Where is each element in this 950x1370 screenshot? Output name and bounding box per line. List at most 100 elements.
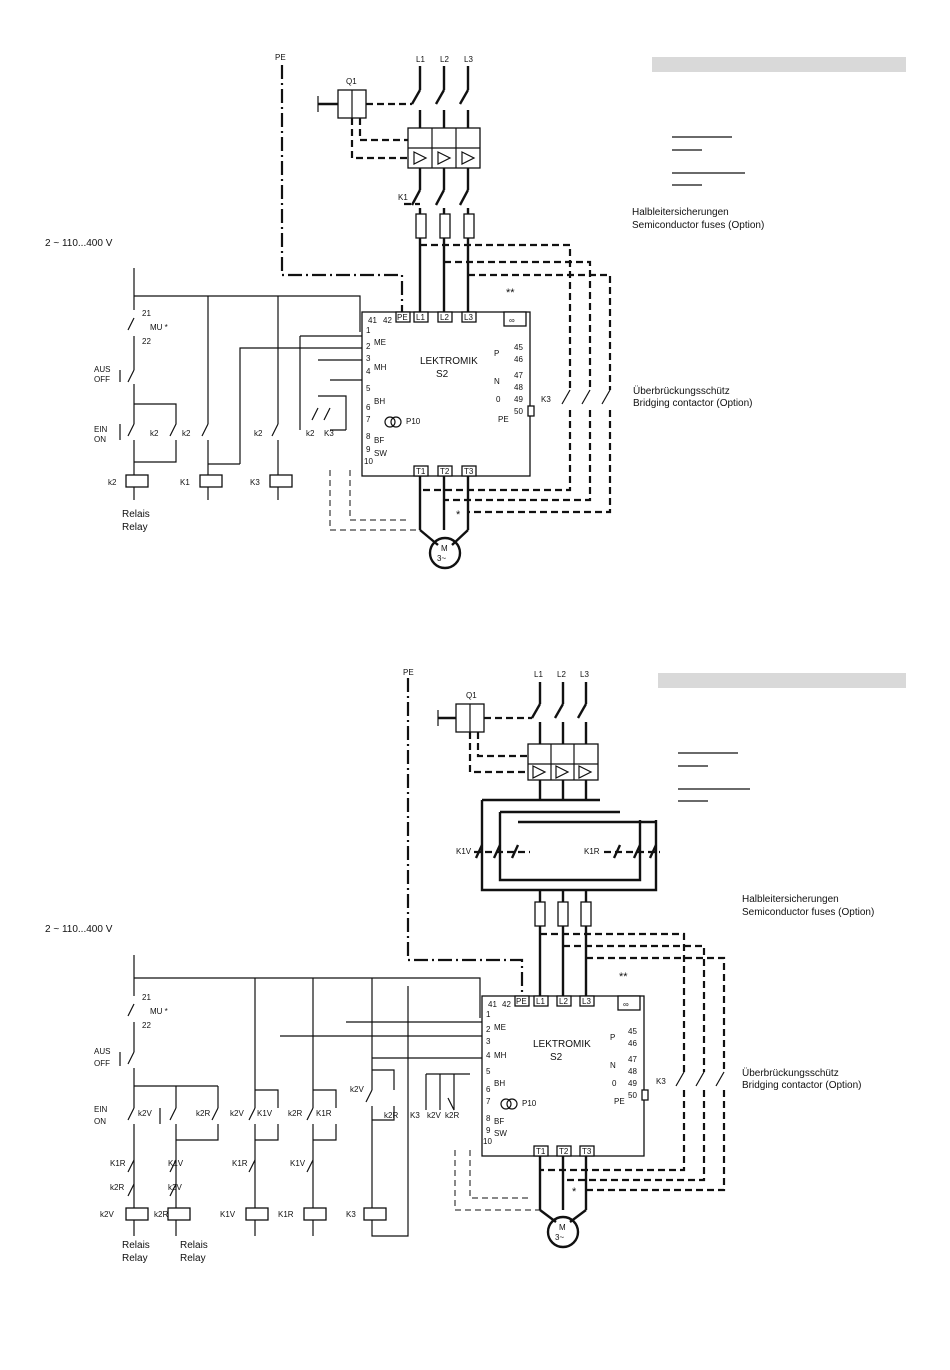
lektromik-label: LEKTROMIK: [420, 356, 478, 367]
svg-text:PE: PE: [614, 1097, 625, 1106]
svg-text:L1: L1: [536, 997, 545, 1006]
svg-text:K1R: K1R: [232, 1159, 248, 1168]
svg-text:T1: T1: [416, 467, 426, 476]
l3-label: L3: [464, 55, 473, 64]
overload-block-1: [407, 127, 481, 169]
mu-label: MU *: [150, 323, 168, 332]
svg-text:3: 3: [486, 1037, 491, 1046]
terminals-left-1: 1 2 3 4 5 6 7 8 9 10 ME MH BH BF SW P10: [364, 326, 421, 466]
svg-text:0: 0: [496, 395, 501, 404]
supply-label: 2 ~ 110...400 V: [45, 238, 113, 249]
svg-text:21: 21: [142, 993, 151, 1002]
motor-2: [546, 1215, 580, 1249]
l1-label: L1: [416, 55, 425, 64]
k3-contact: K3: [324, 429, 334, 438]
svg-text:8: 8: [486, 1114, 491, 1123]
terminals-top-2: [514, 995, 641, 1011]
svg-text:6: 6: [486, 1085, 491, 1094]
svg-text:8: 8: [366, 432, 371, 441]
svg-text:47: 47: [628, 1055, 637, 1064]
k1-coil-label: K1: [180, 478, 190, 487]
svg-text:K1V: K1V: [220, 1210, 236, 1219]
relais-label-2b: Relais: [180, 1240, 208, 1251]
svg-text:PE: PE: [516, 997, 527, 1006]
svg-text:k2R: k2R: [288, 1109, 302, 1118]
motor-3: 3~: [437, 554, 446, 563]
svg-text:P: P: [494, 349, 499, 358]
terminals-right-2: 45 46 47 48 49 50 P N 0 PE: [610, 1027, 649, 1106]
bridge-label-en: Bridging contactor (Option): [633, 398, 753, 409]
bridge-label-de: Überbrückungsschütz: [633, 385, 730, 397]
svg-text:k2V: k2V: [100, 1210, 114, 1219]
legend-1: [672, 136, 745, 186]
svg-text:MH: MH: [374, 363, 387, 372]
svg-text:M: M: [559, 1223, 566, 1232]
svg-text:K1R: K1R: [110, 1159, 126, 1168]
svg-text:MH: MH: [494, 1051, 507, 1060]
fuses-label-en: Semiconductor fuses (Option): [632, 220, 764, 231]
svg-text:k2V: k2V: [350, 1085, 364, 1094]
k1-label: K1: [398, 193, 408, 202]
pe-line-1: [280, 65, 404, 312]
svg-text:P10: P10: [406, 417, 421, 426]
svg-text:K3: K3: [346, 1210, 356, 1219]
svg-text:10: 10: [483, 1137, 492, 1146]
svg-text:BH: BH: [494, 1079, 505, 1088]
svg-text:4: 4: [366, 367, 371, 376]
svg-text:P10: P10: [522, 1099, 537, 1108]
svg-text:AUS: AUS: [94, 1047, 110, 1056]
svg-text:K1V: K1V: [168, 1159, 184, 1168]
terminals-top-1: [395, 311, 527, 327]
svg-text:1: 1: [486, 1010, 491, 1019]
k2-contact-4: k2: [306, 429, 315, 438]
terminals-bottom-1: T1 T2 T3: [413, 465, 477, 546]
fuses-label-de-2: Halbleitersicherungen: [742, 894, 839, 905]
term-l2: L2: [440, 313, 449, 322]
motor-m: M: [441, 544, 448, 553]
fuses-2: [534, 901, 592, 927]
svg-text:50: 50: [514, 407, 523, 416]
lektromik-box-1: [361, 311, 531, 477]
k2-contact: k2: [150, 429, 159, 438]
header-bar-1: [652, 57, 906, 72]
svg-text:K1V: K1V: [257, 1109, 273, 1118]
term-l1: L1: [416, 313, 425, 322]
q1-label-2: Q1: [466, 691, 477, 700]
terminals-bottom-2: T1 T2 T3: [533, 1145, 595, 1223]
supply-label-2: 2 ~ 110...400 V: [45, 924, 113, 935]
terminals-right-1: 45 46 47 48 49 50 P N 0 PE: [494, 343, 535, 424]
svg-text:4: 4: [486, 1051, 491, 1060]
svg-text:45: 45: [628, 1027, 637, 1036]
svg-text:ME: ME: [374, 338, 386, 347]
relay-label-2b: Relay: [180, 1253, 206, 1264]
star-note-bottom: *: [456, 509, 461, 521]
svg-text:46: 46: [514, 355, 523, 364]
relay-label-2a: Relay: [122, 1253, 148, 1264]
svg-text:k2R: k2R: [196, 1109, 210, 1118]
svg-text:3: 3: [366, 354, 371, 363]
svg-text:P: P: [610, 1033, 615, 1042]
svg-text:46: 46: [628, 1039, 637, 1048]
motor-1: [428, 536, 462, 570]
svg-text:T3: T3: [582, 1147, 592, 1156]
on-label: ON: [94, 435, 106, 444]
svg-text:BF: BF: [374, 436, 384, 445]
power-lines-1: [410, 66, 470, 312]
k1r-label: K1R: [584, 847, 600, 856]
ein-label: EIN: [94, 425, 108, 434]
k2-contact-2: k2: [182, 429, 191, 438]
svg-text:48: 48: [628, 1067, 637, 1076]
bridge-label-en-2: Bridging contactor (Option): [742, 1080, 862, 1091]
svg-text:49: 49: [514, 395, 523, 404]
svg-text:K1V: K1V: [290, 1159, 306, 1168]
svg-text:T2: T2: [440, 467, 450, 476]
l1-label-2: L1: [534, 670, 543, 679]
svg-text:k2V: k2V: [427, 1111, 441, 1120]
fuses-label-en-2: Semiconductor fuses (Option): [742, 907, 874, 918]
lektromik-label-2: LEKTROMIK: [533, 1039, 591, 1050]
bypass-lines-2: [540, 932, 726, 1192]
control-circuit-2: [119, 955, 482, 1237]
svg-text:9: 9: [486, 1126, 491, 1135]
infinity-symbol: ∞: [509, 316, 515, 325]
